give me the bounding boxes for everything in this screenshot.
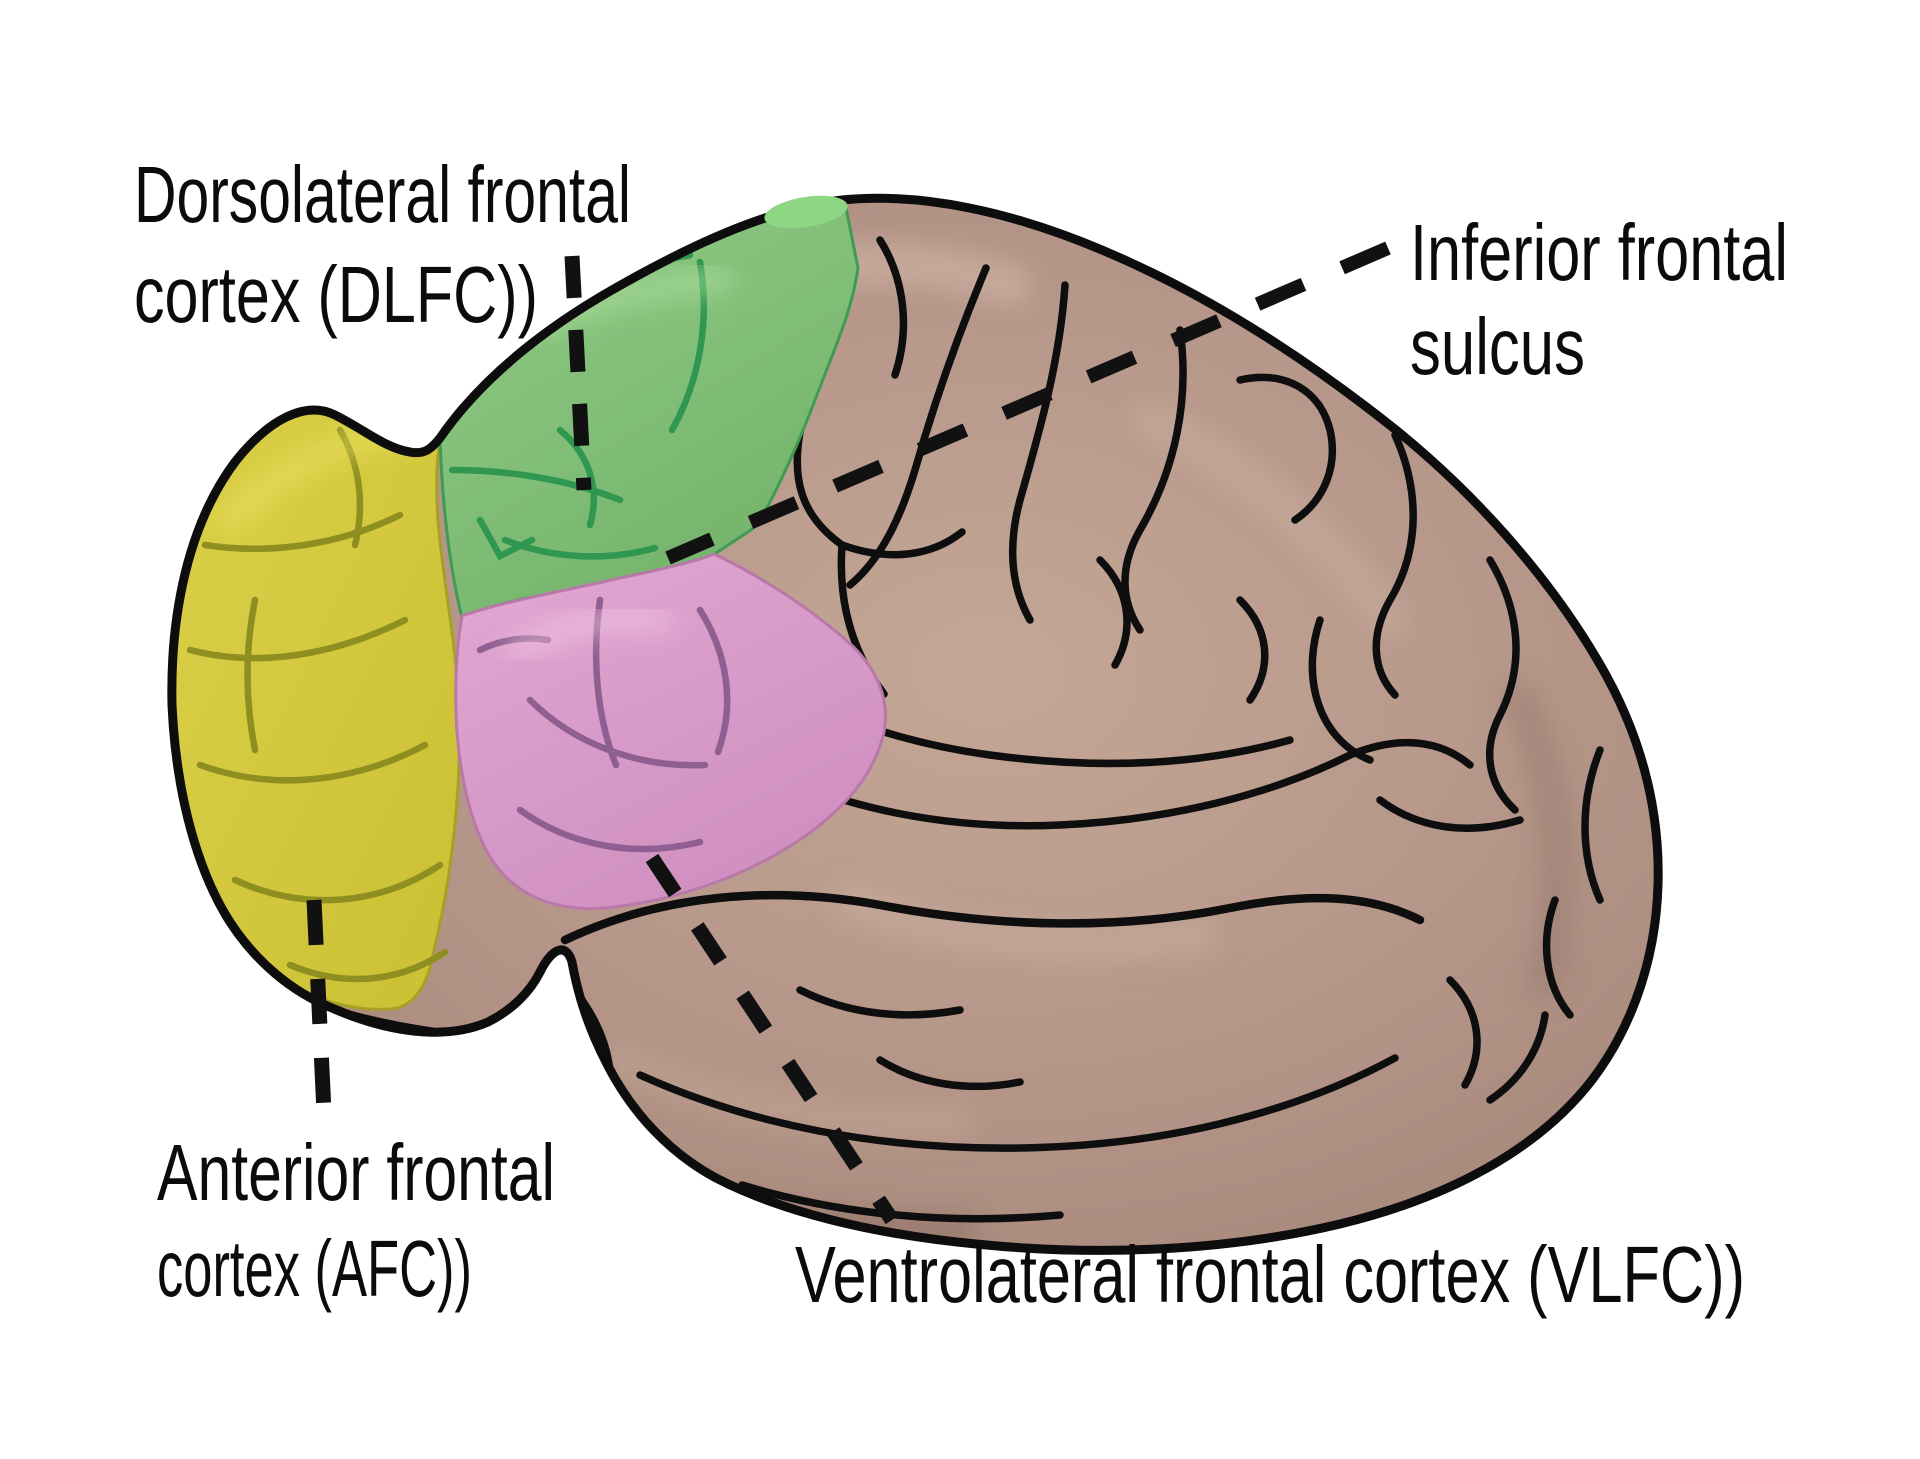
brain-outline bbox=[167, 193, 1663, 1255]
ifs-label-line1: Inferior frontal bbox=[1410, 208, 1788, 297]
ifs-label-line2: sulcus bbox=[1410, 302, 1585, 391]
region-vlfc-highlight bbox=[506, 604, 674, 664]
callout-lines bbox=[306, 241, 1391, 1225]
labels: Dorsolateral frontal cortex (DLFC)) Infe… bbox=[134, 150, 1788, 1319]
dlfc-label-line1: Dorsolateral frontal bbox=[134, 150, 631, 239]
region-dlfc-cap bbox=[764, 195, 848, 229]
region-vlfc bbox=[454, 552, 887, 911]
vlfc-label: Ventrolateral frontal cortex (VLFC)) bbox=[795, 1230, 1745, 1319]
region-afc-sulci bbox=[186, 426, 449, 983]
afc-callout-line bbox=[306, 899, 332, 1113]
dlfc-callout-line bbox=[564, 255, 592, 491]
dlfc-label-line2: cortex (DLFC)) bbox=[134, 250, 538, 339]
afc-label-line2: cortex (AFC)) bbox=[157, 1224, 472, 1313]
afc-label-line1: Anterior frontal bbox=[157, 1128, 555, 1217]
vlfc-callout-line bbox=[645, 853, 899, 1225]
ifs-callout-line bbox=[665, 241, 1391, 565]
region-afc bbox=[171, 248, 461, 1011]
